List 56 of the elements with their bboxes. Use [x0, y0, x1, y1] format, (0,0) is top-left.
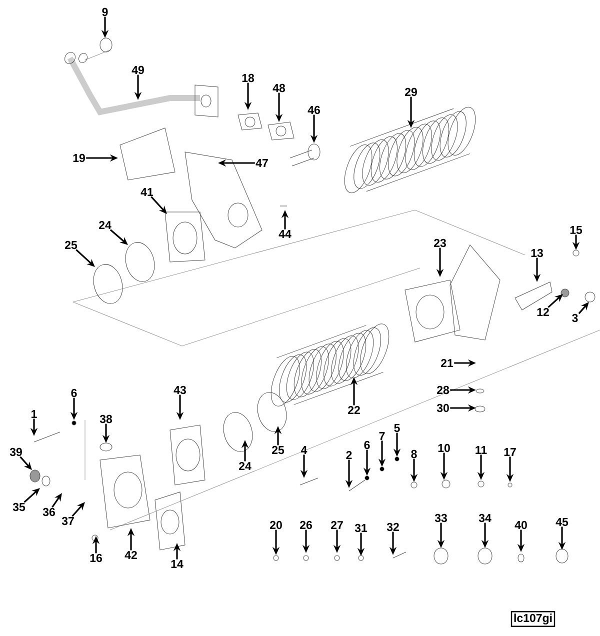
callout-number: 14 [171, 560, 184, 568]
callout-number: 26 [300, 520, 312, 530]
callout-number: 40 [514, 520, 527, 530]
callout-number: 16 [90, 554, 102, 562]
callout-number: 30 [436, 404, 449, 412]
callout-number: 43 [174, 386, 186, 394]
figure-id-box: lc107gi [510, 611, 556, 627]
nut-icon [380, 466, 384, 472]
callout-number: 7 [379, 432, 385, 440]
callout-number: 41 [140, 188, 154, 196]
nut-icon [394, 456, 400, 462]
callout-number: 33 [434, 514, 447, 522]
callout-number: 29 [405, 88, 417, 96]
callout-number: 8 [411, 450, 417, 458]
callout-number: 37 [62, 516, 74, 526]
callout-number: 12 [537, 308, 549, 316]
callout-number: 31 [354, 524, 368, 532]
callout-number: 17 [504, 448, 516, 456]
callout-number: 1 [32, 410, 37, 418]
callout-number: 20 [270, 520, 282, 530]
callout-number: 49 [132, 66, 144, 74]
callout-number: 18 [242, 74, 254, 82]
callout-number: 36 [42, 508, 55, 516]
callout-number: 11 [476, 446, 487, 454]
callout-number: 19 [73, 154, 85, 162]
callout-number: 13 [531, 248, 543, 258]
callout-number: 5 [394, 424, 400, 432]
callout-number: 38 [100, 414, 112, 424]
callout-number: 34 [478, 514, 492, 522]
callout-number: 44 [278, 230, 292, 238]
callout-number: 45 [556, 518, 568, 526]
callout-number: 23 [434, 238, 446, 248]
callout-number: 25 [272, 446, 284, 454]
callout-number: 35 [12, 502, 26, 512]
callout-number: 46 [308, 106, 320, 114]
callout-number: 48 [272, 84, 286, 92]
callout-number: 6 [71, 388, 77, 398]
callout-number: 15 [570, 226, 582, 234]
callout-number: 4 [300, 446, 308, 454]
callout-number: 47 [256, 159, 268, 167]
callout-number: 27 [331, 521, 343, 530]
callout-number: 39 [10, 448, 22, 456]
nut-icon [364, 476, 370, 480]
callout-number: 32 [386, 522, 399, 532]
callout-number: 24 [99, 220, 112, 230]
callout-number: 28 [437, 386, 450, 394]
callout-number: 3 [572, 314, 578, 322]
callout-number: 6 [364, 440, 370, 450]
callout-number: 10 [438, 444, 450, 452]
callout-number: 9 [102, 8, 108, 16]
callout-number: 42 [124, 551, 137, 560]
callout-number: 22 [348, 406, 360, 414]
callout-number: 24 [239, 462, 252, 470]
callout-number: 21 [441, 358, 454, 368]
callout-number: 25 [65, 240, 78, 250]
callout-number: 2 [346, 451, 352, 460]
